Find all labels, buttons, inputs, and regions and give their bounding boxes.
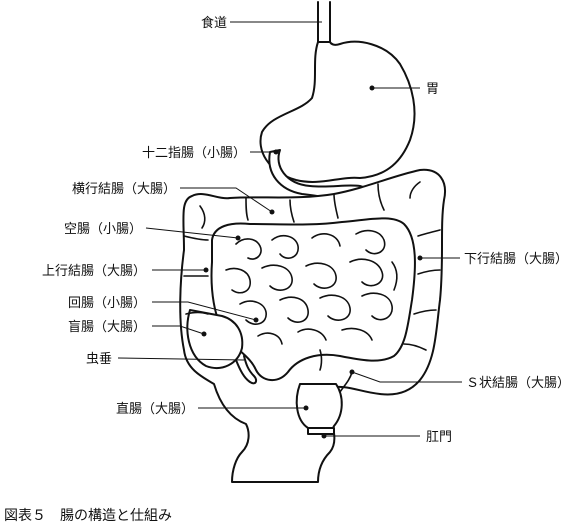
label-sigmoid-colon: Ｓ状結腸（大腸） — [466, 376, 570, 391]
label-ileum: 回腸（小腸） — [68, 296, 146, 311]
label-transverse-colon: 横行結腸（大腸） — [72, 182, 176, 197]
cecum-shape — [186, 309, 244, 369]
label-descending-colon: 下行結腸（大腸） — [464, 252, 568, 267]
colon-folds — [183, 181, 441, 393]
appendix-shape — [235, 355, 258, 385]
rectum-shape — [295, 383, 343, 431]
label-appendix: 虫垂 — [86, 352, 112, 367]
stomach-shape — [259, 40, 416, 183]
label-ascending-colon: 上行結腸（大腸） — [42, 264, 146, 279]
label-duodenum: 十二指腸（小腸） — [142, 146, 246, 161]
label-rectum: 直腸（大腸） — [116, 402, 194, 417]
leader-lines — [117, 21, 462, 439]
label-stomach: 胃 — [426, 82, 439, 97]
label-anus: 肛門 — [426, 430, 452, 445]
anus-shape — [307, 427, 335, 435]
figure-caption: 図表５ 腸の構造と仕組み — [4, 508, 172, 524]
small-intestine-coils — [225, 229, 398, 345]
label-cecum: 盲腸（大腸） — [68, 319, 146, 335]
label-esophagus: 食道 — [201, 15, 227, 31]
label-jejunum: 空腸（小腸） — [64, 222, 142, 237]
